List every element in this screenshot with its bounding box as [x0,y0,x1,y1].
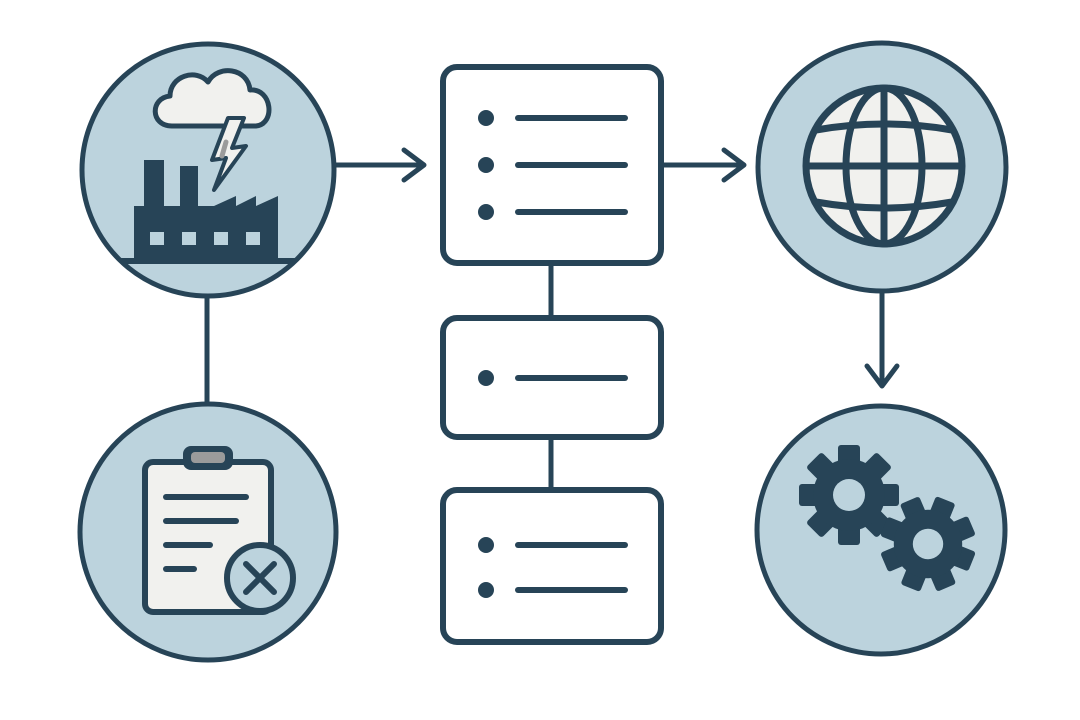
bullet-list-icon [478,537,628,598]
connector-factory-to-list [336,147,427,183]
globe-icon [802,84,966,248]
bullet-list-icon [478,370,628,386]
connector-list-to-globe [661,147,747,183]
cancelled-report-node [77,401,339,663]
bullet-list-icon [478,110,628,220]
global-network-node [755,40,1009,294]
factory-pollution-node [79,41,337,299]
list-card-top [440,64,664,266]
list-card-middle [440,315,664,440]
factory-storm-icon [120,68,300,264]
connector-globe-to-gears [864,292,900,389]
processing-settings-node [754,403,1008,657]
list-card-bottom [440,487,664,645]
clipboard-cancel-icon [142,446,296,615]
cancel-icon [224,542,296,614]
